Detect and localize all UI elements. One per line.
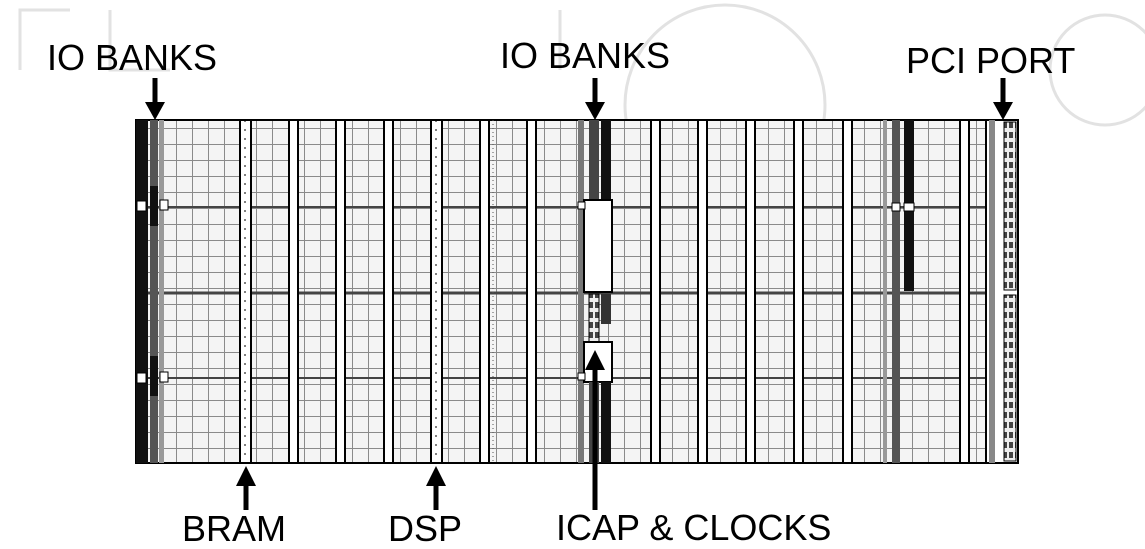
block-column bbox=[650, 119, 661, 464]
arrow-dsp bbox=[426, 466, 446, 510]
label-io-banks-center: IO BANKS bbox=[500, 35, 670, 76]
block-column bbox=[842, 119, 853, 464]
center-io-column bbox=[578, 120, 584, 463]
block-column bbox=[288, 119, 299, 464]
label-pci-port: PCI PORT bbox=[906, 40, 1075, 81]
pci-column bbox=[989, 120, 995, 463]
clock-region-boundaries bbox=[136, 206, 1018, 379]
arrow-icap-clocks bbox=[585, 350, 605, 510]
io-bank-column bbox=[136, 120, 148, 463]
io-bank-tap bbox=[903, 202, 915, 212]
pci-slots bbox=[1003, 294, 1017, 462]
watermark-circle bbox=[1048, 13, 1145, 127]
clock-tap bbox=[577, 372, 586, 381]
io-bank-tap bbox=[891, 202, 901, 212]
io-bank-tap bbox=[159, 371, 169, 383]
annotation-arrows bbox=[145, 78, 1013, 510]
watermark-shape bbox=[18, 8, 562, 72]
io-bank-right bbox=[883, 120, 915, 463]
io-bank-tap bbox=[150, 186, 158, 226]
io-bank-column bbox=[892, 120, 900, 463]
block-column bbox=[335, 119, 346, 464]
io-bank-tap bbox=[136, 200, 147, 212]
center-io-column bbox=[601, 294, 611, 324]
arrow-io-banks-left bbox=[145, 78, 165, 120]
block-column bbox=[479, 119, 490, 464]
center-io-column bbox=[589, 120, 599, 200]
label-icap-clocks: ICAP & CLOCKS bbox=[556, 507, 831, 548]
block-column bbox=[383, 119, 394, 464]
icap-block bbox=[588, 293, 600, 343]
center-io-column bbox=[601, 120, 611, 200]
clock-spine bbox=[583, 199, 613, 293]
block-column bbox=[793, 119, 804, 464]
io-bank-column bbox=[159, 120, 164, 463]
io-bank-column bbox=[150, 120, 158, 463]
arrow-pci-port bbox=[993, 78, 1013, 120]
label-bram: BRAM bbox=[182, 508, 286, 549]
io-bank-column bbox=[883, 120, 887, 463]
pci-slots bbox=[1003, 121, 1017, 291]
io-bank-left bbox=[136, 120, 169, 463]
arrow-io-banks-center bbox=[585, 78, 605, 120]
io-bank-tap bbox=[136, 372, 147, 384]
io-bank-tap bbox=[150, 356, 158, 396]
hard-block-columns bbox=[239, 119, 970, 464]
io-bank-tap bbox=[159, 199, 169, 211]
arrow-bram bbox=[236, 466, 256, 510]
block-column bbox=[697, 119, 708, 464]
block-column bbox=[526, 119, 537, 464]
label-dsp: DSP bbox=[388, 508, 462, 549]
center-io-column bbox=[601, 382, 611, 463]
pci-port-block bbox=[985, 119, 1019, 464]
block-column bbox=[745, 119, 756, 464]
label-io-banks-left: IO BANKS bbox=[47, 37, 217, 78]
clock-tap bbox=[577, 201, 586, 210]
block-column bbox=[959, 119, 970, 464]
